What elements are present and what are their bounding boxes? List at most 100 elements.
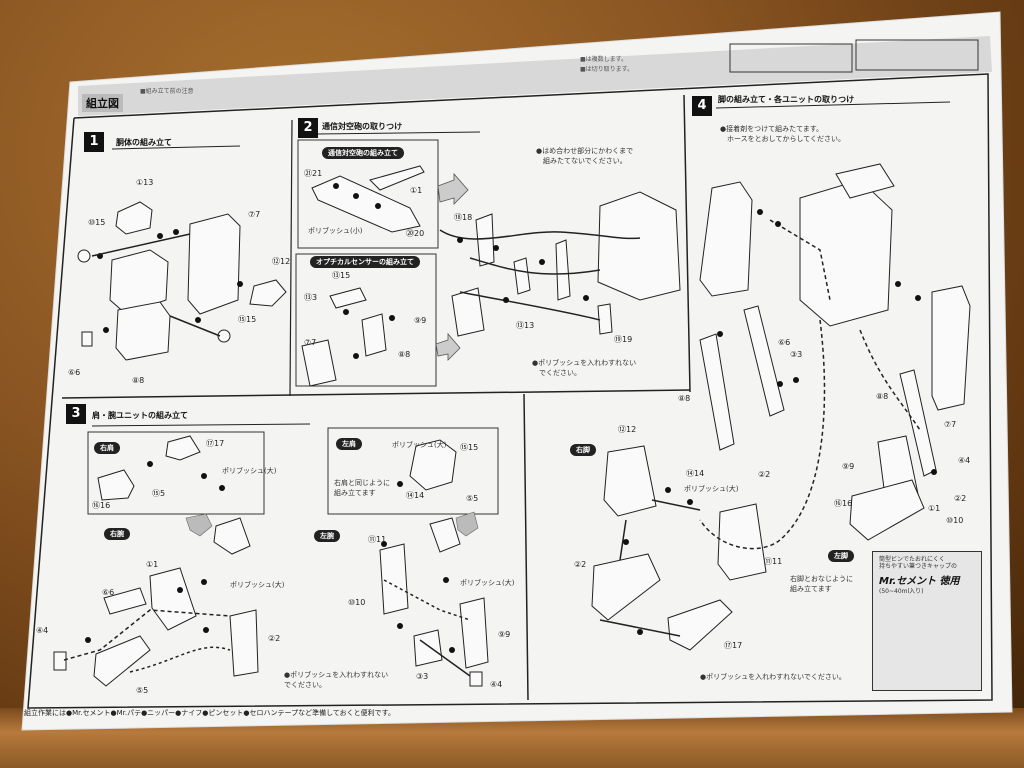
polybush-label: ポリブッシュ(大) [392, 441, 447, 449]
s3-path-c [383, 579, 471, 621]
arrow-icon [455, 511, 479, 537]
arrow-s2 [315, 131, 481, 135]
step-number-3: 3 [66, 404, 86, 424]
header-box-2 [855, 39, 979, 71]
part-number: ⑬3 [304, 293, 318, 302]
note-step3-mirror: 右肩と同じように 組み立てます [334, 479, 390, 497]
part-number: ⑯16 [834, 499, 853, 508]
part-number: ⑥6 [778, 338, 791, 347]
part-number: ②2 [268, 634, 281, 643]
polybush-label: ポリブッシュ(大) [222, 467, 277, 475]
part-number: ⑪11 [368, 535, 387, 544]
step3-drawing [53, 435, 489, 687]
part-number: ⑧8 [132, 376, 145, 385]
part-number: ①1 [410, 186, 423, 195]
step-title-1: 胴体の組み立て [116, 138, 172, 147]
step2-drawing [301, 165, 681, 387]
part-number: ⑫12 [618, 425, 637, 434]
step-title-2: 通信対空砲の取りつけ [322, 122, 403, 131]
part-number: ⑨9 [842, 462, 855, 471]
step4-dots [623, 209, 937, 635]
label-right-arm: 右腕 [104, 528, 130, 540]
s4-rod-b [599, 619, 681, 637]
part-number: ②2 [758, 470, 771, 479]
label-antenna: 通信対空砲の組み立て [322, 147, 404, 159]
s1-rod-a [91, 233, 191, 257]
part-number: ①1 [928, 504, 941, 513]
part-number: ⑥6 [102, 588, 115, 597]
subbox-antenna [297, 139, 439, 249]
arrow-s1 [111, 145, 241, 150]
s4-path-a [769, 219, 831, 301]
header-band [78, 36, 992, 116]
label-left-arm: 左腕 [314, 530, 340, 542]
part-number: ⑬15 [332, 271, 351, 280]
divider-v2 [683, 94, 691, 393]
polybush-label: ポリブッシュ(小) [308, 227, 363, 235]
part-number: ⑰17 [724, 641, 743, 650]
part-number: ⑱18 [454, 213, 473, 222]
part-number: ⑭14 [686, 469, 705, 478]
part-number: ②2 [954, 494, 967, 503]
polybush-label: ポリブッシュ(大) [460, 579, 515, 587]
part-number: ④4 [36, 626, 49, 635]
s3-path-a [63, 609, 231, 661]
paper [21, 11, 1013, 731]
subbox-left-shoulder [327, 427, 499, 515]
subbox-right-shoulder [87, 431, 265, 515]
part-number: ⑤5 [466, 494, 479, 503]
note-step2-bottom: ●ポリブッシュを入れわすれない でください。 [532, 359, 637, 377]
label-left-leg: 左脚 [828, 550, 854, 562]
note-step3-bottom: ●ポリブッシュを入れわすれない でください。 [284, 671, 389, 689]
s3-rod [419, 639, 471, 677]
part-number: ⑰17 [206, 439, 225, 448]
part-number: ⑧8 [876, 392, 889, 401]
step-number-1: 1 [84, 132, 104, 152]
part-number: ⑭14 [406, 491, 425, 500]
part-number: ⑧8 [398, 350, 411, 359]
part-number: ⑦7 [304, 338, 317, 347]
part-number: ⑤5 [136, 686, 149, 695]
footer-note: 組立作業には●Mr.セメント●Mr.パテ●ニッパー●ナイフ●ピンセット●セロハン… [24, 709, 395, 717]
part-number: ④4 [958, 456, 971, 465]
step3-dots [85, 461, 455, 653]
s3-path-b [129, 646, 231, 673]
header-note: ■は複数します。 [580, 56, 628, 63]
note-step4-leg: 右脚とおなじように 組み立てます [790, 575, 853, 593]
part-number: ⑦7 [944, 420, 957, 429]
s4-path-c [699, 319, 826, 550]
part-number: ⑧8 [678, 394, 691, 403]
label-right-leg: 右脚 [570, 444, 596, 456]
s2-hose-b [459, 291, 601, 321]
part-number: ⑩15 [88, 218, 106, 227]
cement-ad: 筒型ビンでたおれにくく 持ちやすい筆つきキャップの Mr.セメント 徳用 (50… [872, 551, 982, 691]
arrow-icon [185, 513, 213, 537]
part-number: ③3 [416, 672, 429, 681]
arrow-icon [435, 332, 461, 361]
part-number: ⑬13 [516, 321, 535, 330]
part-number: ⑮15 [238, 315, 257, 324]
part-number: ⑫12 [272, 257, 291, 266]
arrow-icon [437, 172, 469, 205]
part-number: ⑲19 [614, 335, 633, 344]
s4-rod [619, 499, 701, 561]
part-number: ⑮15 [460, 443, 479, 452]
note-step2-top: ●はめ合わせ部分にかわくまで 組みたてないでください。 [536, 147, 634, 165]
arrow-s3 [91, 423, 311, 427]
part-number: ⑳20 [406, 229, 425, 238]
part-number: ⑪11 [764, 557, 783, 566]
part-number: ⑨9 [498, 630, 511, 639]
part-number: ㉑21 [304, 169, 323, 178]
subbox-sensor [295, 253, 437, 387]
step4-drawing [591, 163, 971, 651]
polybush-label: ポリブッシュ(大) [230, 581, 285, 589]
label-sensor: オプチカルセンサーの組み立て [310, 256, 420, 268]
note-step4-bottom: ●ポリブッシュを入れわすれないでください。 [700, 673, 846, 681]
part-number: ①13 [136, 178, 154, 187]
step2-dots [333, 183, 589, 359]
header-box-1 [729, 43, 853, 73]
s4-path-b [859, 329, 921, 431]
part-number: ⑩10 [946, 516, 964, 525]
step1-dots [97, 229, 243, 333]
